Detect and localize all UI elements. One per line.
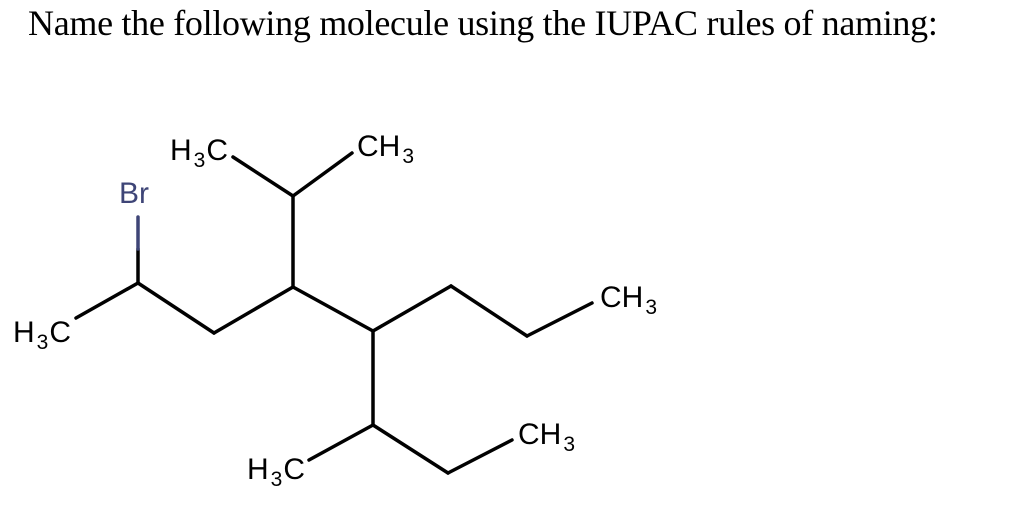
bond-secbutyl-ch-ch2 (371, 423, 450, 475)
methyl-label-pre: CH (357, 130, 401, 163)
methyl-label-pre: H (170, 134, 192, 167)
question-title: Name the following molecule using the IU… (28, 3, 938, 43)
methyl-label-right: CH3 (600, 281, 658, 319)
methyl-label-post: C (49, 316, 72, 349)
bond-c6-c7 (449, 284, 529, 338)
bond-c7-c8 (525, 301, 594, 338)
bond-c1-c2 (74, 281, 140, 320)
methyl-label-bottom-left: H3C (247, 453, 306, 491)
methyl-label-subscript: 3 (193, 149, 206, 172)
methyl-label-top-left: H3C (170, 134, 229, 172)
methyl-label-subscript: 3 (36, 331, 49, 354)
methyl-label-subscript: 3 (563, 433, 576, 456)
methyl-label-pre: CH (518, 418, 562, 451)
bromine-symbol: Br (119, 177, 149, 210)
methyl-label-pre: CH (600, 281, 644, 314)
methyl-label-subscript: 3 (645, 296, 658, 319)
methyl-label-subscript: 3 (402, 145, 415, 168)
bond-c4-c5 (291, 285, 375, 333)
methyl-label-post: C (206, 134, 229, 167)
bond-c5-c6 (371, 284, 453, 333)
methyl-label-post: C (283, 453, 306, 486)
bond-secbutyl-ch2-me (446, 438, 514, 475)
bond-secbutyl-ch-me (307, 423, 375, 462)
bond-c3-c4 (212, 285, 295, 335)
bromine-label: Br (119, 179, 149, 209)
bond-c2-c3 (136, 281, 216, 335)
methyl-label-pre: H (247, 453, 269, 486)
methyl-label-top-right: CH3 (357, 130, 415, 168)
bond-isopropyl-ch-me2 (291, 151, 354, 198)
bond-isopropyl-ch-me1 (231, 155, 295, 198)
methyl-label-left: H3C (13, 316, 72, 354)
methyl-label-pre: H (13, 316, 35, 349)
methyl-label-subscript: 3 (270, 468, 283, 491)
methyl-label-bottom-right: CH3 (518, 418, 576, 456)
